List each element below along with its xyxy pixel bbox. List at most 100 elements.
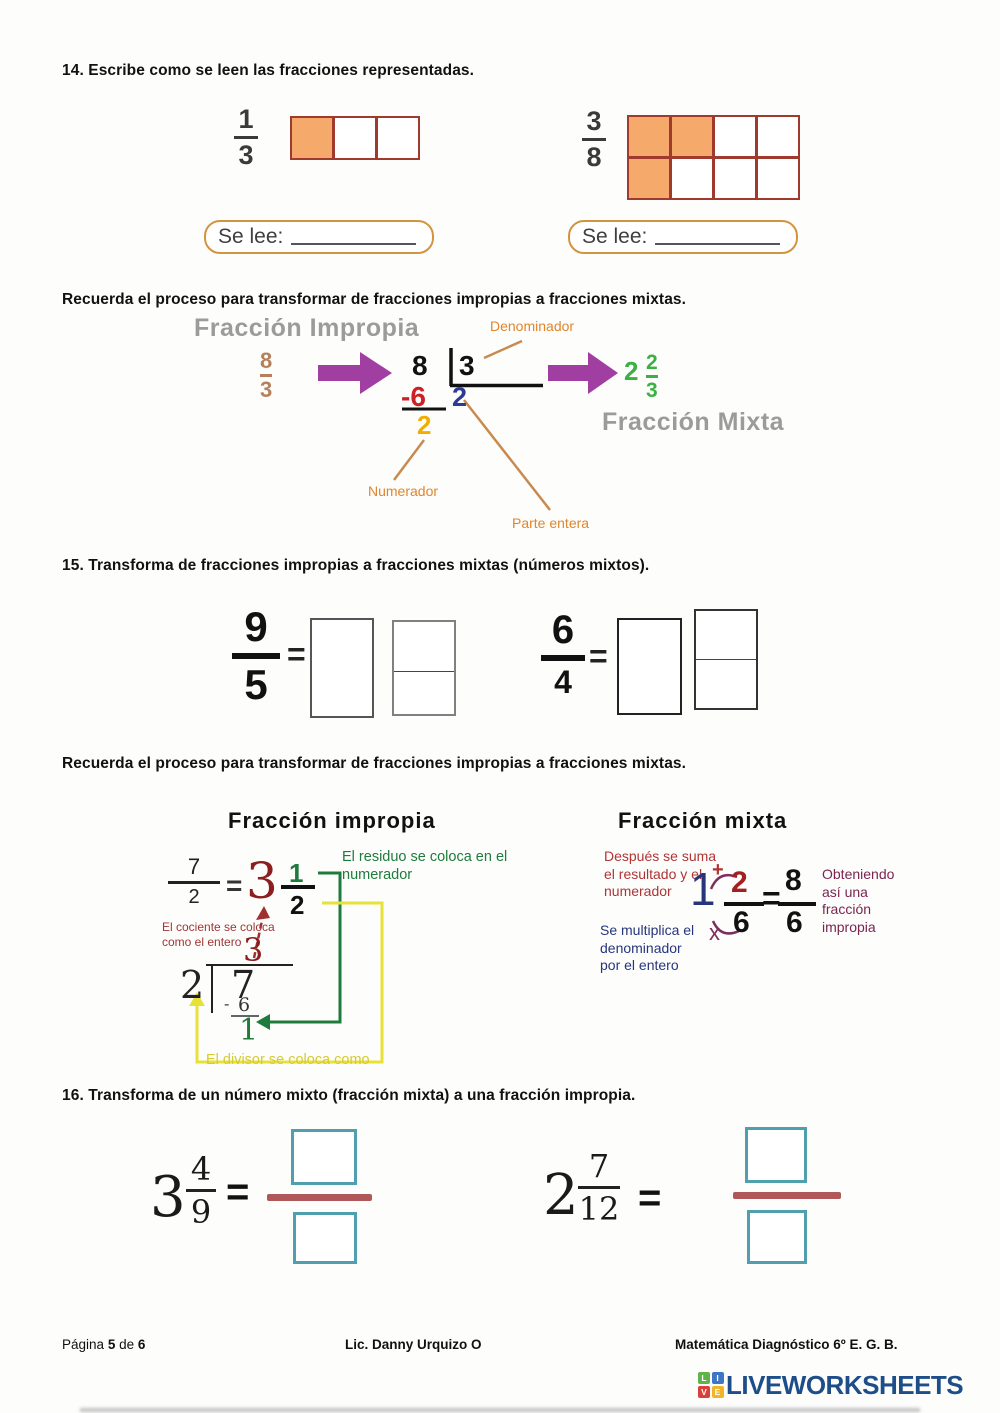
fraction-bar [578,1186,620,1189]
arrow-up-icon [189,992,205,1006]
denominator: 3 [238,139,254,170]
recuerda1-title: Recuerda el proceso para transformar de … [62,291,687,308]
arrow-up-icon [256,906,270,920]
numerator: 6 [551,608,575,652]
denominator: 2 [188,885,200,908]
equals-sign: = [226,870,243,901]
page-label: Página [62,1337,105,1352]
denominador-pointer-line [483,339,523,360]
fraction-cell [712,156,757,200]
fraction-bar [232,653,280,659]
numerator: 4 [190,1150,212,1188]
d1-improper-fraction: 8 3 [260,350,273,401]
footer-author: Lic. Danny Urquizo O [345,1337,482,1352]
fraction-cell [669,114,714,158]
fraction-cell [626,156,671,200]
denominator: 8 [586,141,602,172]
numerador-pointer-line [393,439,425,481]
d2-label-cociente: El cociente se coloca como el entero [162,920,275,949]
d2-right-heading: Fracción mixta [618,808,788,833]
scan-edge-smudge [80,1408,920,1412]
q15-item1-whole-answer-box[interactable] [310,618,374,718]
d2-mixed-whole: 3 [246,852,278,910]
equals-sign: = [226,1170,250,1214]
d2-division-quotient: 3 [243,931,264,969]
selee-label: Se lee: [582,225,648,248]
d1-heading-improper: Fracción Impropia [194,314,420,342]
q14-left-fraction: 1 3 [234,106,258,169]
d2-improper-fraction: 7 2 [168,856,220,907]
liveworksheets-logo-icon: L I V E [698,1372,724,1398]
d2-result-numerator: 8 [785,864,802,897]
q16-item1-denominator-answer-box[interactable] [293,1212,357,1264]
d2-mixed2-whole: 1 [690,863,716,915]
q16-item2-fraction: 7 12 [578,1150,620,1225]
d1-remainder: 2 [417,410,432,440]
arrow-right-icon [318,352,392,394]
liveworksheets-brand-text: LIVEWORKSHEETS [726,1370,964,1400]
fraction-bar [281,885,315,889]
d2-division-divisor: 2 [180,963,205,1007]
q15-item2-fraction-answer-box[interactable] [694,609,758,710]
q16-item2-whole: 2 [543,1163,579,1228]
page-num: 5 [107,1337,116,1352]
selee-label: Se lee: [218,225,284,248]
d1-result-fraction: 2 3 [646,352,658,401]
d2-label-residuo: El residuo se coloca en el numerador [342,849,508,884]
arrow-right-icon [548,352,618,394]
d2-label-obteniendo: Obteniendo así una fracción impropia [822,866,895,935]
logo-square-e: E [711,1385,724,1398]
plus-sign: + [712,859,724,881]
q15-item2-fraction: 6 4 [541,610,585,698]
logo-square-v: V [698,1385,710,1398]
equals-sign: = [287,636,306,672]
d1-label-numerador: Numerador [368,483,439,499]
numerator: 1 [238,104,254,134]
q16-item1-numerator-answer-box[interactable] [291,1129,357,1185]
fraction-cell [669,156,714,200]
equals-sign: = [762,880,781,916]
remainder-to-numerator-line [268,871,342,1024]
fraction-cell [332,115,377,160]
q14-left-selee-box: Se lee: [204,220,434,254]
fraction-bar [234,136,258,139]
q14-right-grid-model [626,114,800,200]
q16-item2-numerator-answer-box[interactable] [745,1127,807,1183]
selee-answer-blank[interactable] [291,227,416,245]
fraction-cell [375,115,420,160]
fraction-divider-line [696,658,756,660]
d1-quotient: 2 [452,382,468,412]
fraction-cell [712,114,757,158]
fraction-bar [778,902,816,906]
selee-answer-blank[interactable] [655,227,780,245]
q15-item2-whole-answer-box[interactable] [617,618,682,715]
d2-division-dividend: 7 [231,963,256,1007]
times-sign: x [709,920,720,945]
numerator: 7 [187,854,201,879]
footer-subject: Matemática Diagnóstico 6º E. G. B. [675,1337,898,1352]
denominator: 5 [244,661,268,708]
q16-item2-denominator-answer-box[interactable] [747,1210,807,1264]
q14-left-bar-model [289,115,420,160]
q16-title: 16. Transforma de un número mixto (fracc… [62,1087,636,1104]
d2-division-subtract: 6 [238,994,251,1016]
page-of: de [119,1337,135,1352]
d2-connectors [189,871,740,1064]
d1-heading-mixed: Fracción Mixta [602,408,785,436]
q14-title: 14. Escribe como se leen las fracciones … [62,62,475,79]
fraction-cell [289,115,334,160]
q15-item1-fraction-answer-box[interactable] [392,620,456,716]
d2-result-denominator: 6 [786,906,803,939]
d1-subtract: -6 [401,381,426,412]
q16-item1-fraction-bar [267,1194,372,1201]
d1-label-denominador: Denominador [490,318,575,334]
fraction-bar [260,374,273,377]
equals-sign: = [589,638,608,674]
fraction-bar [186,1189,216,1192]
page-number: Página 5 de 6 [62,1337,145,1352]
d1-label-parte-entera: Parte entera [512,515,590,531]
q14-right-fraction: 3 8 [582,108,606,171]
recuerda2-title: Recuerda el proceso para transformar de … [62,755,687,772]
d1-dividend: 8 [412,350,428,381]
